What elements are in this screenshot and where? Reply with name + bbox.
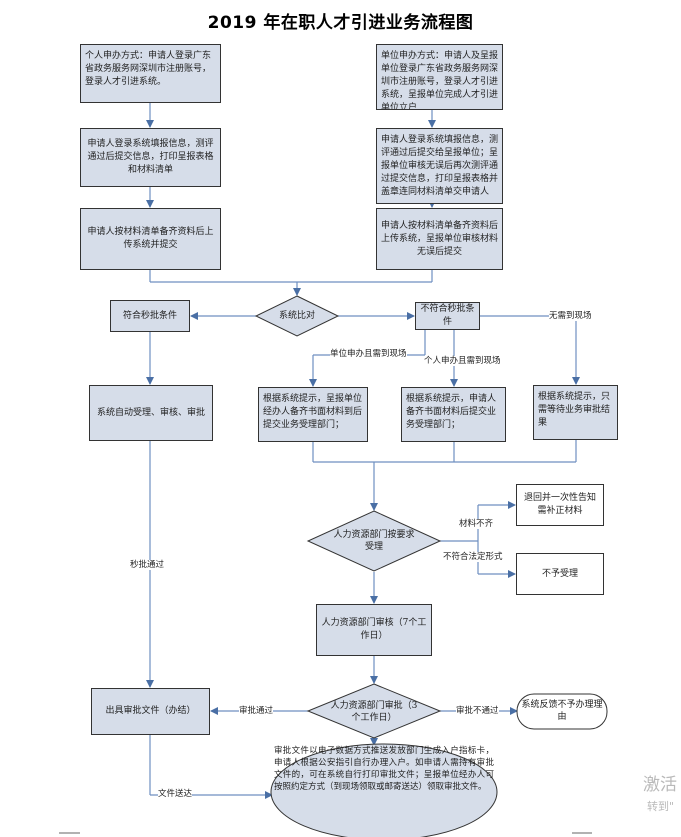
label-doc-delivery: 文件送达 [158, 789, 193, 799]
not-instant-box: 不符合秒批条件 [415, 302, 480, 330]
label-instant-pass: 秒批通过 [130, 560, 165, 570]
reject-accept-box: 不予受理 [516, 553, 604, 595]
label-materials-incomplete: 材料不齐 [459, 519, 494, 529]
return-notice-box: 退回并一次性告知需补正材料 [516, 484, 604, 526]
label-approve-fail: 审批不通过 [456, 706, 499, 716]
label-unit-and-onsite: 单位申办且需到现场 [330, 349, 407, 359]
final-note-ellipse [270, 743, 498, 837]
personal-apply-box: 个人申办方式：申请人登录广东省政务服务网深圳市注册账号，登录人才引进系统。 [80, 44, 221, 103]
hr-accept-diamond [306, 510, 442, 572]
hr-accept-label: 人力资源部门按要求受理 [333, 530, 415, 552]
hr-approve-label: 人力资源部门审批（3个工作日） [330, 701, 418, 723]
personal-submit-box: 申请人按材料清单备齐资料后上传系统并提交 [80, 208, 221, 270]
system-compare-diamond [254, 295, 340, 337]
label-not-legal-form: 不符合法定形式 [443, 552, 503, 562]
auto-accept-box: 系统自动受理、审核、审批 [89, 385, 213, 441]
unit-apply-box: 单位申办方式：申请人及呈报单位登录广东省政务服务网深圳市注册账号，登录人才引进系… [376, 44, 503, 110]
watermark-line2: 转到" [647, 800, 675, 813]
label-personal-and-onsite: 个人申办且需到现场 [424, 356, 501, 366]
unit-submit-box: 申请人按材料清单备齐资料后上传系统，呈报单位审核材料无误后提交 [376, 208, 503, 270]
unit-onsite-box: 根据系统提示，呈报单位经办人备齐书面材料到后提交业务受理部门； [258, 387, 368, 442]
label-no-onsite: 无需到现场 [549, 311, 592, 321]
watermark-line1: 激活 [643, 775, 677, 795]
unit-fill-box: 申请人登录系统填报信息，测评通过后提交给呈报单位；呈报单位审核无误后再次测评通过… [376, 128, 503, 204]
label-approve-pass: 审批通过 [239, 706, 274, 716]
instant-ok-box: 符合秒批条件 [110, 300, 190, 332]
page-title: 2019 年在职人才引进业务流程图 [207, 13, 474, 33]
no-onsite-box: 根据系统提示，只需等待业务审批结果 [533, 385, 618, 440]
system-compare-label: 系统比对 [278, 311, 315, 321]
feedback-reject-label: 系统反馈不予办理理由 [521, 700, 603, 722]
issue-doc-box: 出具审批文件（办结） [91, 688, 210, 735]
final-note-text: 审批文件以电子数据方式推送发放部门生成入户指标卡，申请人根据公安指引自行办理入户… [274, 746, 494, 792]
hr-review-box: 人力资源部门审核（7个工作日） [316, 604, 432, 656]
feedback-reject-shape [516, 693, 608, 730]
personal-onsite-box: 根据系统提示，申请人备齐书面材料后提交业务受理部门； [401, 387, 506, 442]
hr-approve-diamond [306, 683, 442, 739]
personal-fill-box: 申请人登录系统填报信息，测评通过后提交信息，打印呈报表格和材料清单 [80, 128, 221, 187]
